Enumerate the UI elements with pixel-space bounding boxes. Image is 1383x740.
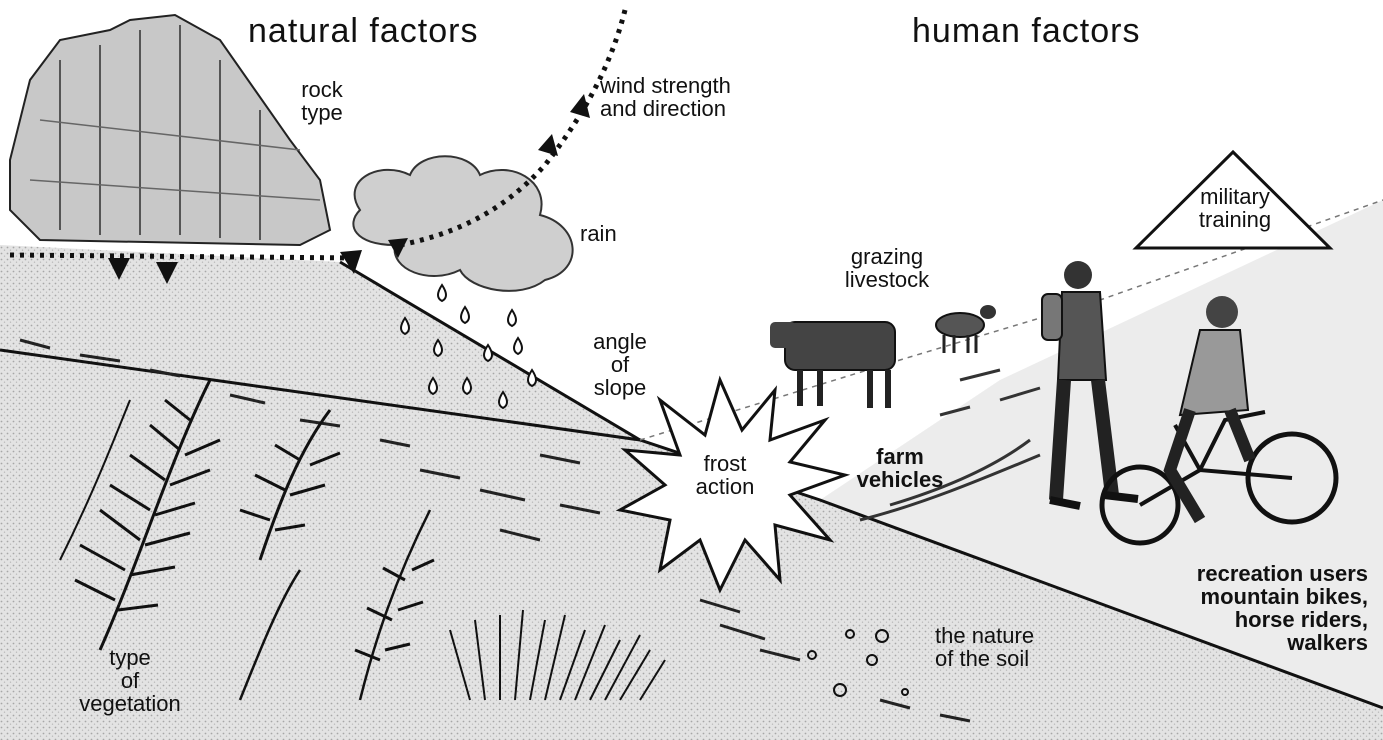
natural-factors-heading: natural factors: [248, 14, 478, 50]
recreation-line-1: recreation users: [1120, 562, 1368, 585]
military-line-2: training: [1170, 208, 1300, 231]
rock-type-line-2: type: [282, 101, 362, 124]
rain-label: rain: [580, 222, 617, 245]
frost-action-line-2: action: [685, 475, 765, 498]
recreation-line-3: horse riders,: [1120, 608, 1368, 631]
grazing-line-1: grazing: [822, 245, 952, 268]
farm-vehicles-label: farm vehicles: [840, 445, 960, 491]
soil-line-2: of the soil: [935, 647, 1034, 670]
angle-of-slope-line-3: slope: [575, 376, 665, 399]
angle-of-slope-line-1: angle: [575, 330, 665, 353]
soil-line-1: the nature: [935, 624, 1034, 647]
nature-of-soil-label: the nature of the soil: [935, 624, 1034, 670]
type-of-vegetation-label: type of vegetation: [50, 646, 210, 715]
sheep: [936, 305, 996, 353]
rock-type-label: rock type: [282, 78, 362, 124]
recreation-line-4: walkers: [1120, 631, 1368, 654]
wind-label: wind strength and direction: [600, 74, 731, 120]
angle-of-slope-line-2: of: [575, 353, 665, 376]
frost-action-line-1: frost: [685, 452, 765, 475]
grazing-livestock-label: grazing livestock: [822, 245, 952, 291]
wind-line-2: and direction: [600, 97, 731, 120]
rock-type-line-1: rock: [282, 78, 362, 101]
wind-line-1: wind strength: [600, 74, 731, 97]
recreation-line-2: mountain bikes,: [1120, 585, 1368, 608]
vegetation-line-1: type: [50, 646, 210, 669]
angle-of-slope-label: angle of slope: [575, 330, 665, 399]
vegetation-line-3: vegetation: [50, 692, 210, 715]
farm-vehicles-line-2: vehicles: [840, 468, 960, 491]
military-line-1: military: [1170, 185, 1300, 208]
recreation-users-label: recreation users mountain bikes, horse r…: [1120, 562, 1368, 654]
frost-action-label: frost action: [685, 452, 765, 498]
human-factors-heading: human factors: [912, 14, 1140, 50]
rain-cloud: [353, 156, 572, 291]
military-training-label: military training: [1170, 185, 1300, 231]
vegetation-line-2: of: [50, 669, 210, 692]
cow: [770, 322, 895, 408]
farm-vehicles-line-1: farm: [840, 445, 960, 468]
grazing-line-2: livestock: [822, 268, 952, 291]
